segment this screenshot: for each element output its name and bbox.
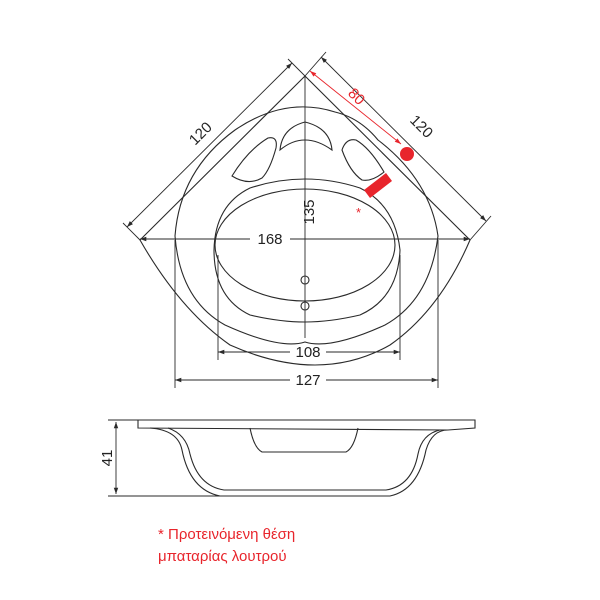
side-rim — [137, 419, 476, 431]
note-line-1: * Προτεινόμενη θέση — [158, 526, 296, 543]
label-side-right: 120 — [406, 112, 436, 142]
label-outer-width: 127 — [295, 372, 320, 389]
label-side-left: 120 — [186, 119, 216, 149]
tub-outer-rim — [139, 75, 471, 366]
label-width-inner: 168 — [257, 231, 282, 248]
backrest — [279, 121, 333, 152]
side-body-inner — [167, 427, 441, 491]
dimension-outer-width — [174, 240, 439, 388]
faucet-position-note: * Προτεινόμενη θέση μπαταρίας λουτρού — [158, 524, 418, 568]
dimension-height — [108, 419, 220, 497]
side-body-outer — [149, 427, 449, 497]
label-basin-width: 108 — [295, 344, 320, 361]
left-armrest — [231, 137, 277, 183]
label-height: 41 — [99, 450, 116, 467]
right-armrest — [341, 139, 385, 181]
dimension-side-left — [122, 58, 306, 241]
faucet-marker: * — [356, 205, 361, 220]
side-view — [137, 419, 476, 497]
side-seat — [249, 427, 359, 453]
faucet-position-dot — [400, 147, 414, 161]
faucet-spout-icon — [364, 173, 392, 198]
dimension-basin-width — [217, 255, 401, 360]
note-line-2: μπαταρίας λουτρού — [158, 548, 287, 565]
label-depth-inner: 135 — [301, 199, 318, 224]
dimension-side-right — [304, 51, 492, 241]
label-faucet-offset: 80 — [344, 85, 368, 109]
